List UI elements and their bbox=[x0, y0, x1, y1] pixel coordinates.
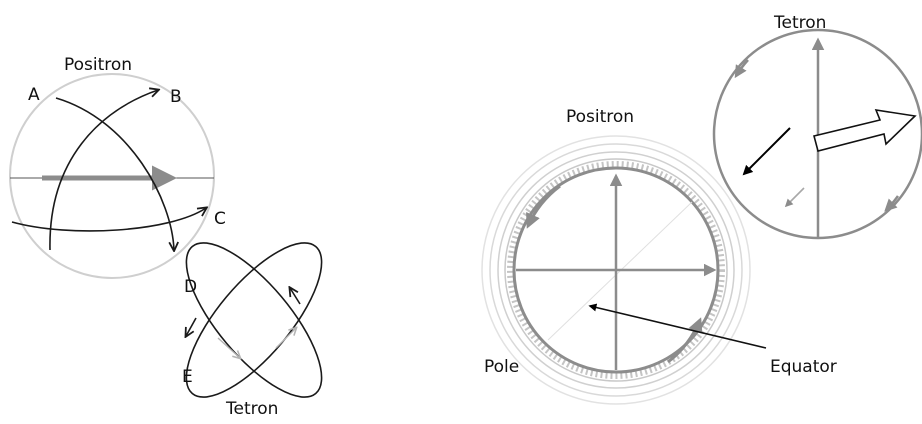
point-e-label: E bbox=[182, 367, 193, 387]
right-positron-label: Positron bbox=[566, 107, 634, 127]
curve-c-arrow bbox=[12, 208, 206, 231]
right-tetron-label: Tetron bbox=[773, 13, 826, 33]
tetron-ellipse-2 bbox=[165, 223, 344, 416]
left-positron-label: Positron bbox=[64, 55, 132, 75]
curve-b-arrow bbox=[50, 90, 158, 250]
point-d-label: D bbox=[184, 277, 197, 297]
left-positron-sphere: Positron A B C bbox=[10, 55, 226, 278]
tetron-inner-arrow-2 bbox=[276, 328, 296, 348]
point-b-label: B bbox=[170, 87, 182, 107]
right-tetron-circle: Tetron bbox=[714, 13, 922, 238]
point-c-label: C bbox=[214, 209, 226, 229]
tetron-outer-arrow-2 bbox=[290, 288, 300, 304]
tetron-outer-arrow-1 bbox=[186, 318, 196, 336]
black-diagonal-arrow bbox=[744, 128, 790, 174]
pole-label: Pole bbox=[484, 357, 519, 377]
gray-diagonal-arrow bbox=[786, 188, 804, 206]
curve-a-arrow bbox=[56, 98, 174, 250]
point-a-label: A bbox=[28, 85, 40, 105]
tetron-ellipse-1 bbox=[165, 223, 344, 416]
left-tetron-label: Tetron bbox=[225, 399, 278, 419]
left-tetron-ellipses: D E Tetron bbox=[165, 223, 344, 419]
right-positron-rings: Positron Pole Equator bbox=[482, 107, 837, 404]
equator-label: Equator bbox=[770, 357, 837, 377]
hollow-arrow-icon bbox=[814, 110, 915, 151]
tetron-inner-arrow-1 bbox=[218, 338, 240, 358]
